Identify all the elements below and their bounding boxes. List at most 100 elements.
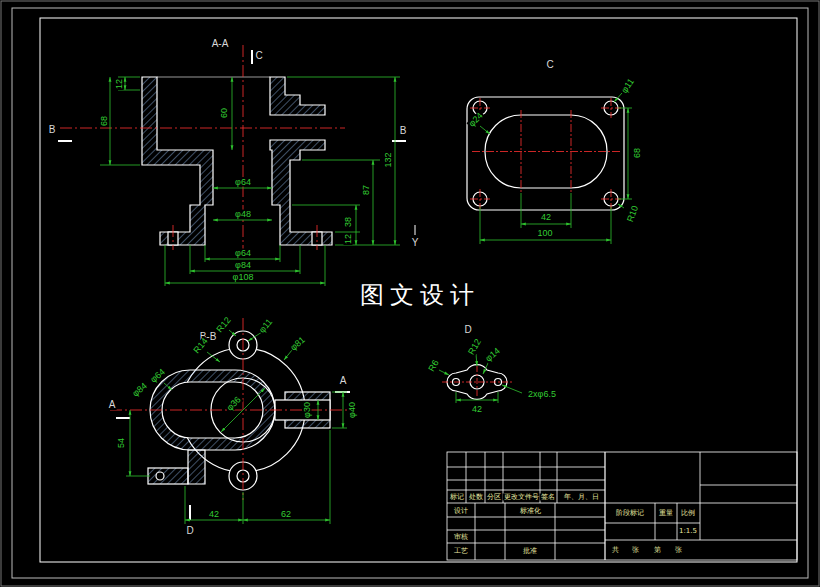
watermark: 图 文 设 计 xyxy=(359,283,475,307)
dimension-text: 12 xyxy=(115,78,124,90)
center-line xyxy=(60,128,345,129)
title-block xyxy=(700,485,797,486)
dimension-line xyxy=(190,245,191,274)
dimension-line xyxy=(332,392,347,393)
section-marker xyxy=(189,505,191,520)
section-b-b xyxy=(148,468,188,484)
dimension-line xyxy=(284,350,292,360)
title-block xyxy=(605,540,797,541)
dimension-line xyxy=(332,428,347,429)
dimension-line xyxy=(498,392,499,403)
center-line xyxy=(477,366,478,398)
dimension-text: 62 xyxy=(280,510,292,519)
section-marker xyxy=(116,392,350,520)
dimension-line xyxy=(165,245,166,286)
dimension-text: 2xφ6.5 xyxy=(527,390,557,399)
dimension-text: φ81 xyxy=(288,335,307,353)
dimension-text: φ14 xyxy=(483,346,502,364)
dimension-line xyxy=(343,392,344,428)
dimension-text: φ64 xyxy=(234,249,252,258)
title-block-cell: 重量 xyxy=(658,510,674,517)
dimension-line xyxy=(571,193,572,228)
dimension-line xyxy=(126,330,347,524)
dimension-text: 42 xyxy=(540,213,552,222)
dimension-line xyxy=(207,352,220,362)
view-label: D xyxy=(463,325,472,335)
dimension-text: φ84 xyxy=(130,381,149,399)
title-block-cell: 第 xyxy=(653,547,662,554)
section-a-a xyxy=(270,77,325,115)
center-line xyxy=(472,151,620,152)
section-marker xyxy=(58,50,415,235)
dimension-line xyxy=(521,224,571,225)
title-block xyxy=(447,543,605,544)
dimension-text: φ36 xyxy=(225,395,244,414)
center-line xyxy=(173,225,174,250)
section-marker xyxy=(251,50,253,64)
dimension-line xyxy=(125,77,126,90)
dimension-line xyxy=(205,259,280,260)
view-label: B xyxy=(399,126,408,136)
dimension-line xyxy=(292,205,360,206)
dimension-text: 87 xyxy=(362,184,371,196)
dimension-line xyxy=(456,392,457,403)
dimension-line xyxy=(325,245,326,286)
section-b-b xyxy=(156,472,164,480)
dimension-line xyxy=(302,160,380,161)
dimension-line xyxy=(300,245,301,274)
center-line xyxy=(442,366,512,398)
title-block xyxy=(555,503,556,560)
dimension-line xyxy=(287,77,400,78)
dimension-line xyxy=(243,520,330,521)
title-block xyxy=(447,480,605,481)
dimension-line xyxy=(185,520,243,521)
title-block xyxy=(447,517,605,518)
dimension-line xyxy=(628,108,629,199)
title-block xyxy=(700,452,701,540)
dimension-line xyxy=(502,385,522,393)
dimension-text: 42 xyxy=(208,510,220,519)
dimension-text: φ11 xyxy=(619,76,636,95)
title-block-cell: 1:1.5 xyxy=(678,528,698,535)
center-line xyxy=(611,189,612,209)
dimension-text: 42 xyxy=(471,405,483,414)
section-marker xyxy=(392,140,406,142)
dimension-line xyxy=(439,354,522,403)
title-block xyxy=(447,490,605,491)
section-marker xyxy=(415,225,416,235)
dimension-text: R12 xyxy=(215,315,234,335)
dimension-text: φ64 xyxy=(148,367,167,385)
title-block xyxy=(447,503,797,504)
center-line xyxy=(521,110,522,193)
dimension-text: 60 xyxy=(220,107,229,119)
dimension-line xyxy=(100,165,140,166)
dimension-text: R14 xyxy=(192,336,211,356)
dimension-line xyxy=(221,388,265,432)
dimension-line xyxy=(373,160,374,245)
dimension-line xyxy=(476,354,477,366)
title-block-cell: 张 xyxy=(631,547,640,554)
title-block-cell: 年、月、日 xyxy=(563,494,600,501)
section-marker xyxy=(116,417,130,419)
dimension-line xyxy=(243,492,244,524)
view-label: A xyxy=(339,376,348,386)
title-block xyxy=(447,530,605,531)
title-block-cell: 标准化 xyxy=(519,508,542,515)
title-block-cell: 标记 xyxy=(449,494,465,501)
title-block-cell: 阶段标记 xyxy=(615,510,645,517)
section-a-a xyxy=(142,77,332,245)
dimension-text: R12 xyxy=(466,337,483,358)
dimension-line xyxy=(205,245,206,262)
dimension-line xyxy=(213,220,272,221)
center-line xyxy=(470,98,621,209)
dimension-line xyxy=(395,77,396,245)
view-label: B xyxy=(48,125,57,135)
dimension-line xyxy=(618,204,624,208)
dimension-line xyxy=(480,240,611,241)
section-marker xyxy=(58,140,72,142)
title-block-cell: 分区 xyxy=(486,494,502,501)
dimension-line xyxy=(232,77,233,150)
view-label: C xyxy=(545,60,554,70)
dimension-line xyxy=(611,207,612,244)
